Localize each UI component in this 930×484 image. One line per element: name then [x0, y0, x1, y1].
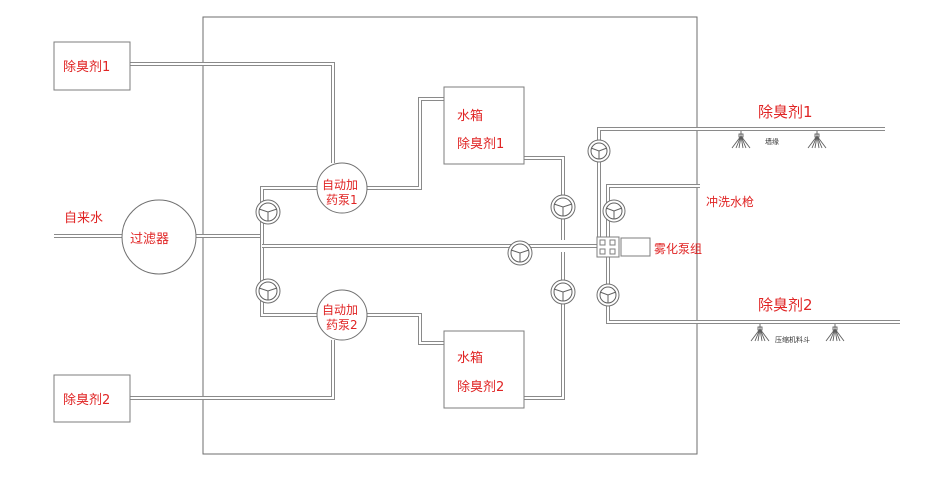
pipe-core — [607, 252, 900, 323]
wall-edge-label: 墙缘 — [765, 137, 779, 146]
deodorant2-left-label: 除臭剂2 — [63, 393, 110, 408]
filter-label: 过滤器 — [130, 232, 169, 247]
pipe-core — [367, 314, 444, 344]
spray-nozzle-icon — [750, 324, 770, 342]
mist-pump-unit-box — [620, 237, 651, 257]
valve-icon — [255, 199, 281, 225]
pipe-core — [261, 236, 317, 316]
valve-icon — [255, 278, 281, 304]
manifold-port — [599, 248, 606, 255]
spray-nozzle-icon — [731, 131, 751, 149]
valve-icon — [507, 240, 533, 266]
dosing-pump2-circle — [316, 289, 368, 341]
pipe-core — [367, 98, 444, 189]
pipe — [130, 340, 335, 400]
tank2-box — [443, 330, 525, 409]
deodorant1-right-label: 除臭剂1 — [758, 103, 813, 121]
pipe-network — [54, 62, 900, 400]
tap-water-label: 自来水 — [64, 211, 103, 226]
tank1-box — [443, 86, 525, 165]
dosing-pump2-label-2: 药泵2 — [326, 318, 358, 332]
pipe — [367, 97, 444, 190]
compressor-hopper-label: 压缩机料斗 — [775, 335, 810, 344]
dosing-pump1-circle — [316, 162, 368, 214]
wash-gun-label: 冲洗水枪 — [706, 194, 754, 209]
valve-icon — [587, 139, 611, 163]
tank2-label-2: 除臭剂2 — [457, 380, 504, 395]
pipe — [367, 313, 444, 345]
manifold-port — [599, 239, 606, 246]
pipe — [130, 62, 335, 163]
deodorant1-left-label: 除臭剂1 — [63, 60, 110, 75]
dosing-pump2-label-1: 自动加 — [322, 303, 358, 317]
pipe-core — [598, 128, 885, 240]
pipe-core — [607, 185, 700, 240]
tank1-label-1: 水箱 — [457, 108, 483, 124]
deodorant1-left-box — [53, 41, 131, 91]
valve-icon — [550, 279, 576, 305]
valve-icon — [596, 283, 620, 307]
pipe-core — [524, 252, 564, 399]
tank1-label-2: 除臭剂1 — [457, 137, 504, 152]
mist-pump-unit-label: 雾化泵组 — [654, 242, 702, 256]
valve-icon — [602, 199, 626, 223]
pipe — [524, 252, 565, 400]
manifold-port — [609, 248, 616, 255]
pipe-core — [130, 340, 334, 399]
dosing-pump1-label-1: 自动加 — [322, 178, 358, 192]
deodorant2-left-box — [53, 374, 131, 423]
spray-nozzle-icon — [807, 131, 827, 149]
valves — [255, 139, 626, 307]
filter-circle — [121, 199, 197, 275]
dosing-pump1-label-2: 药泵1 — [326, 193, 358, 207]
pipe — [606, 252, 900, 324]
spray-nozzles — [731, 131, 845, 342]
deodorant2-right-label: 除臭剂2 — [758, 296, 813, 314]
pipe-core — [130, 63, 334, 163]
tank2-label-1: 水箱 — [457, 350, 483, 366]
spray-nozzle-icon — [825, 324, 845, 342]
manifold-port — [609, 239, 616, 246]
valve-icon — [550, 194, 576, 220]
